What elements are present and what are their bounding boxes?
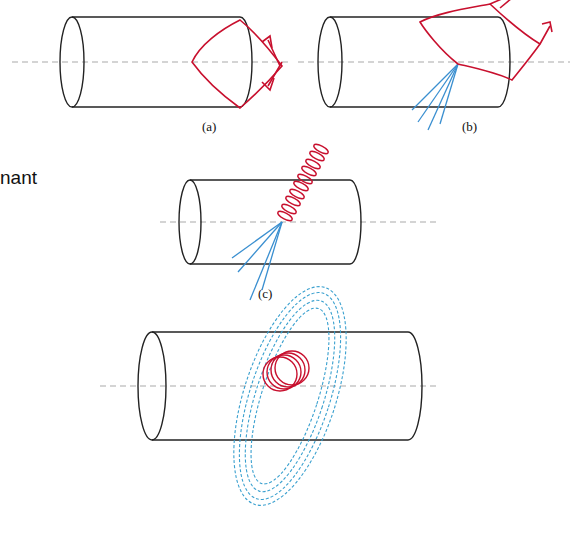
panel-label: (a)	[202, 120, 216, 133]
partial-heading: nant	[0, 168, 37, 187]
torus	[211, 273, 369, 518]
jets	[232, 64, 458, 300]
cylinders	[60, 17, 510, 440]
axis-lines	[12, 62, 570, 386]
coil	[263, 143, 329, 391]
strings	[192, 0, 552, 108]
panel-label: (c)	[258, 287, 272, 300]
panel-label: (b)	[462, 120, 477, 133]
